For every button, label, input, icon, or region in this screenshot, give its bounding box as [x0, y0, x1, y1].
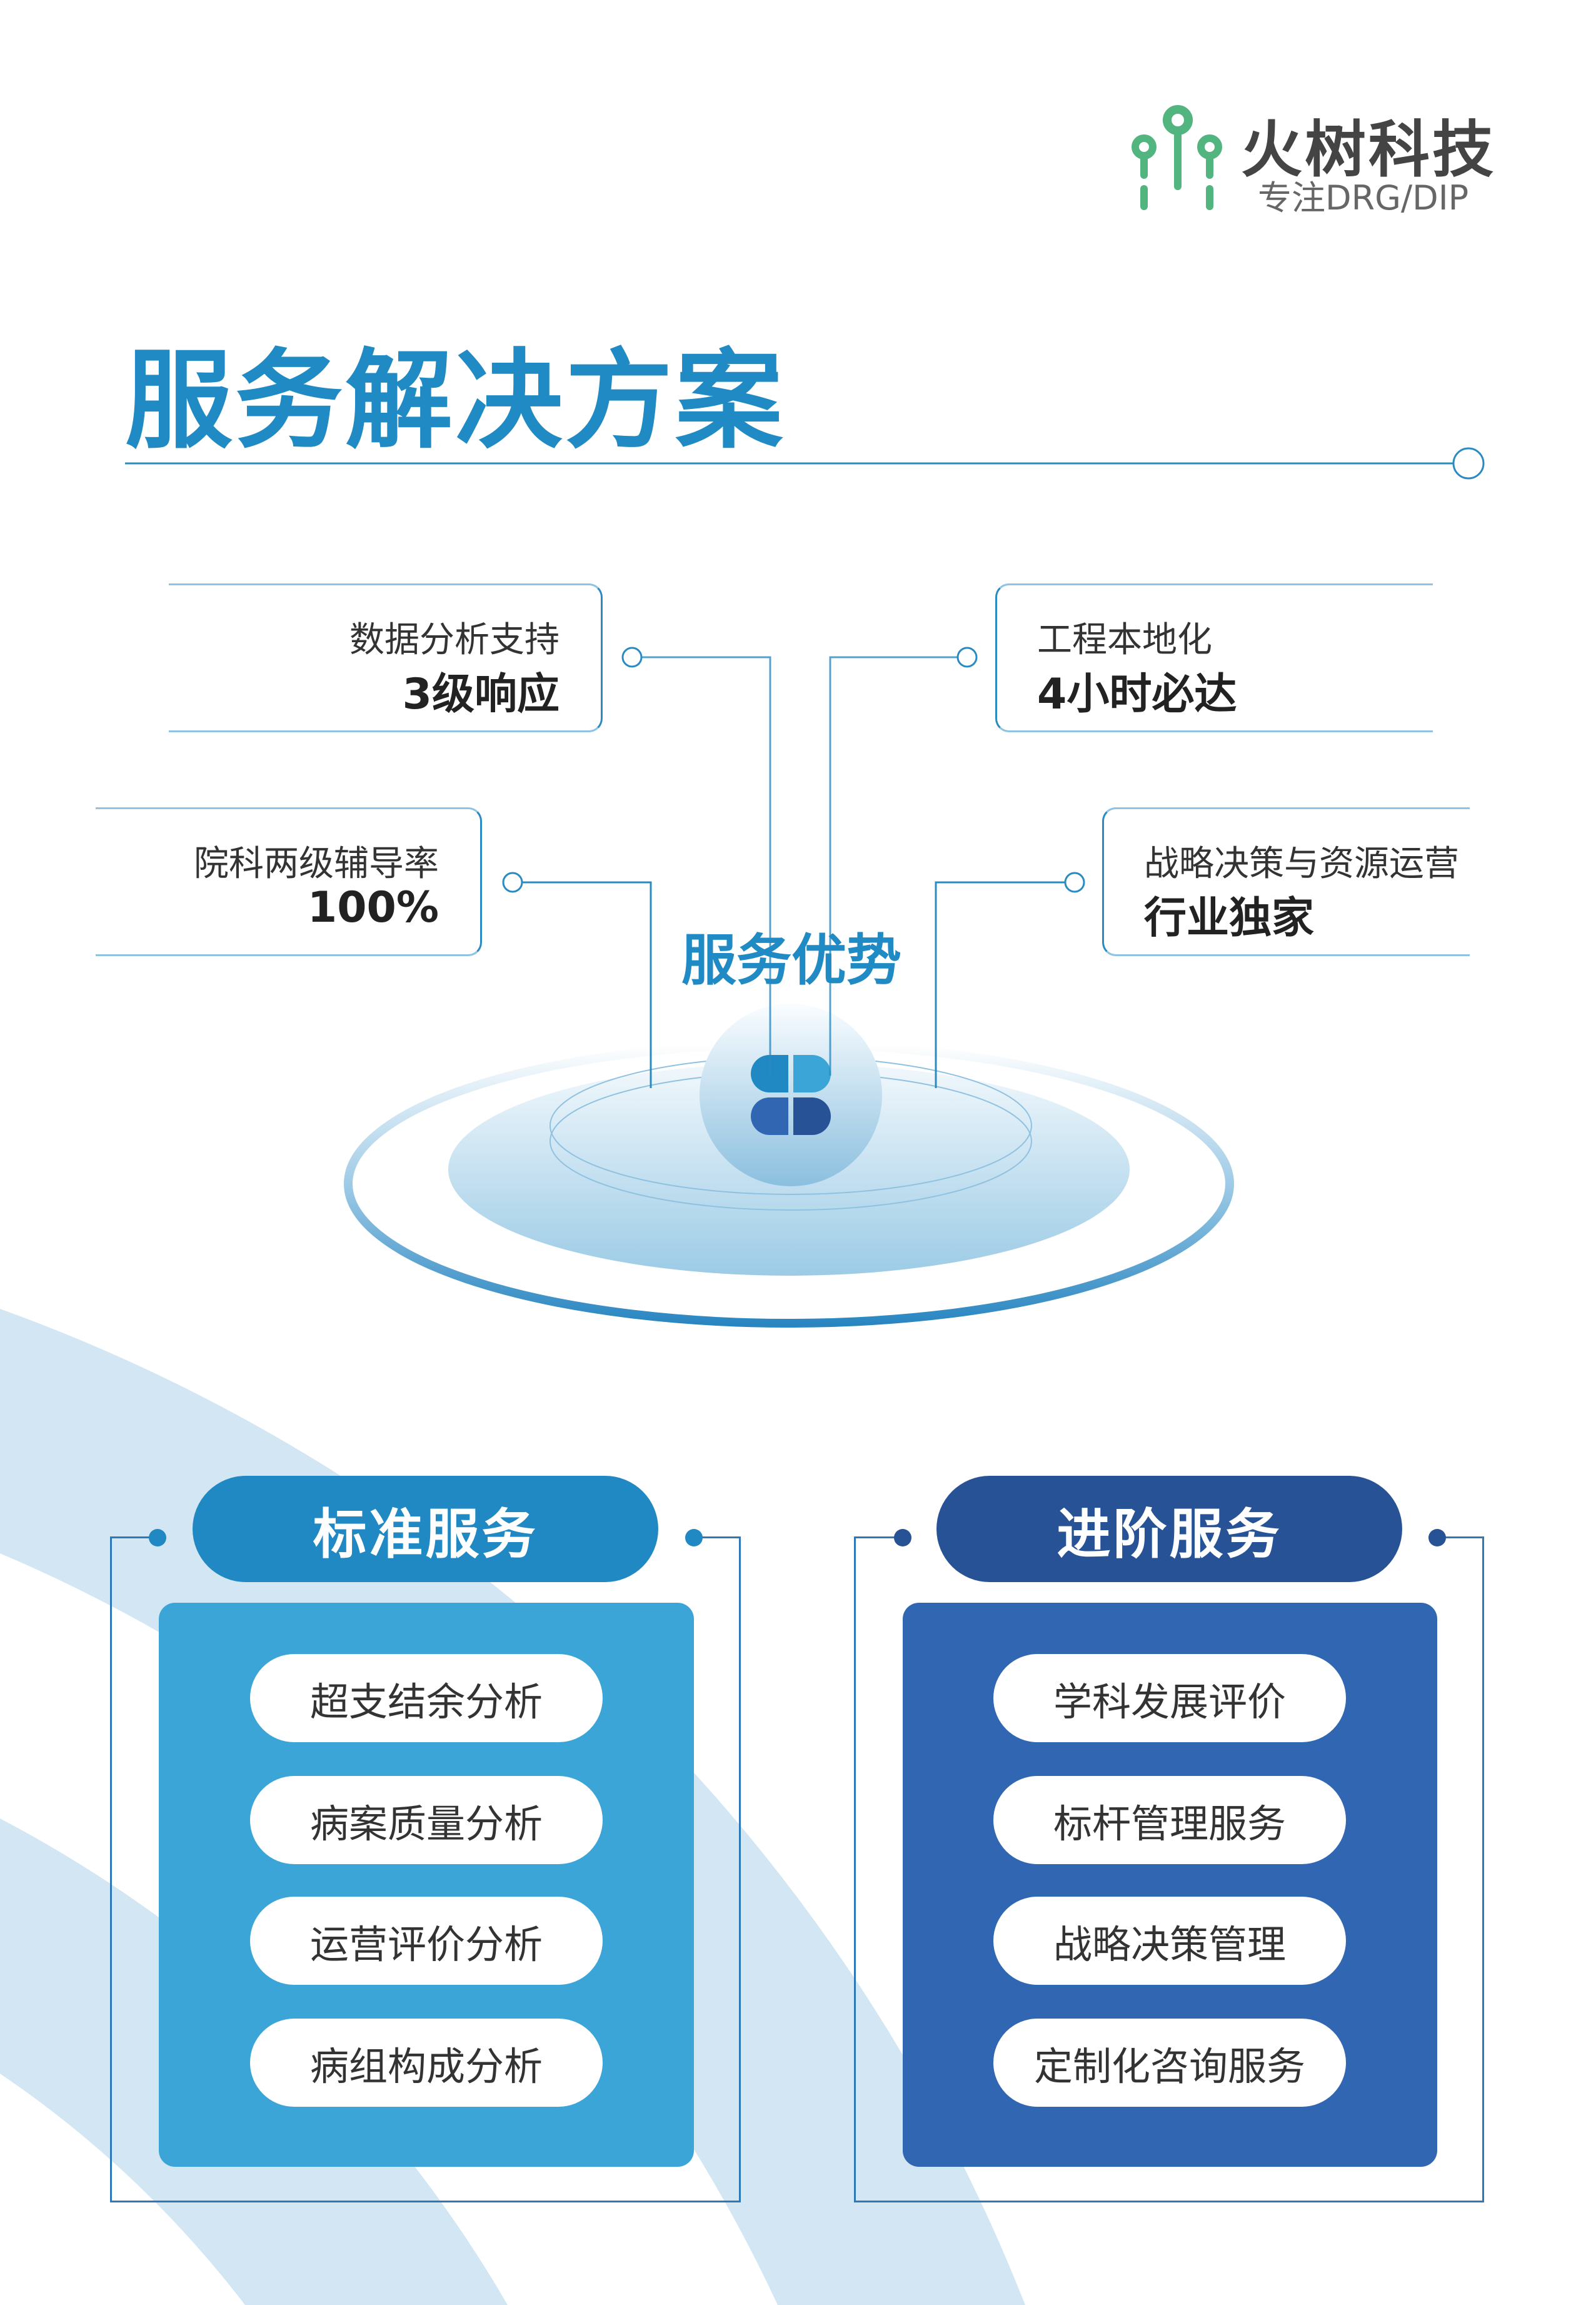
advantages-title: 服务优势 — [681, 928, 902, 992]
standard-item[interactable]: 病组构成分析 — [250, 2019, 603, 2107]
advantage-card: 院科两级辅导率 100% — [96, 807, 482, 956]
brand-tagline: 专注DRG/DIP — [1258, 178, 1469, 218]
advantage-label: 战略决策与资源运营 — [1144, 844, 1459, 884]
connector-dot — [1064, 872, 1085, 893]
brand-name: 火树科技 — [1241, 114, 1497, 186]
advantage-card: 战略决策与资源运营 行业独家 — [1102, 807, 1470, 956]
advantage-value: 4小时必达 — [1037, 670, 1237, 719]
advantage-label: 工程本地化 — [1037, 620, 1212, 660]
page-title: 服务解决方案 — [125, 338, 785, 463]
advantage-value: 100% — [307, 883, 439, 932]
frame-top-line — [694, 1536, 741, 1538]
center-orb — [700, 1004, 882, 1186]
advanced-frame — [854, 1538, 1484, 2202]
frame-dot — [1428, 1529, 1446, 1546]
advantage-value: 行业独家 — [1144, 894, 1315, 943]
advantage-label: 数据分析支持 — [349, 620, 560, 660]
advanced-item[interactable]: 战略决策管理 — [993, 1897, 1346, 1985]
standard-item[interactable]: 运营评价分析 — [250, 1897, 603, 1985]
standard-heading: 标准服务 — [193, 1476, 658, 1582]
advanced-item[interactable]: 标杆管理服务 — [993, 1776, 1346, 1864]
logo-icon — [1132, 105, 1222, 210]
advantage-value: 3级响应 — [402, 670, 560, 719]
frame-top-line — [110, 1536, 158, 1538]
frame-top-line — [1437, 1536, 1484, 1538]
advantage-label: 院科两级辅导率 — [194, 844, 439, 884]
divider-end-circle — [1452, 447, 1485, 480]
frame-top-line — [854, 1536, 903, 1538]
advanced-item[interactable]: 定制化咨询服务 — [993, 2019, 1346, 2107]
standard-panel: 超支结余分析 病案质量分析 运营评价分析 病组构成分析 — [159, 1603, 694, 2167]
advantage-card: 数据分析支持 3级响应 — [169, 583, 603, 732]
advanced-panel: 学科发展评价 标杆管理服务 战略决策管理 定制化咨询服务 — [903, 1603, 1437, 2167]
frame-dot — [894, 1529, 911, 1546]
connector-dot — [621, 647, 643, 668]
standard-frame — [110, 1538, 741, 2202]
frame-dot — [685, 1529, 703, 1546]
connector-dot — [956, 647, 978, 668]
standard-item[interactable]: 病案质量分析 — [250, 1776, 603, 1864]
advanced-item[interactable]: 学科发展评价 — [993, 1654, 1346, 1742]
advanced-heading: 进阶服务 — [936, 1476, 1402, 1582]
advantage-card: 工程本地化 4小时必达 — [995, 583, 1433, 732]
standard-item[interactable]: 超支结余分析 — [250, 1654, 603, 1742]
connector-lines — [521, 656, 1066, 1088]
frame-dot — [149, 1529, 166, 1546]
connector-dot — [502, 872, 523, 893]
